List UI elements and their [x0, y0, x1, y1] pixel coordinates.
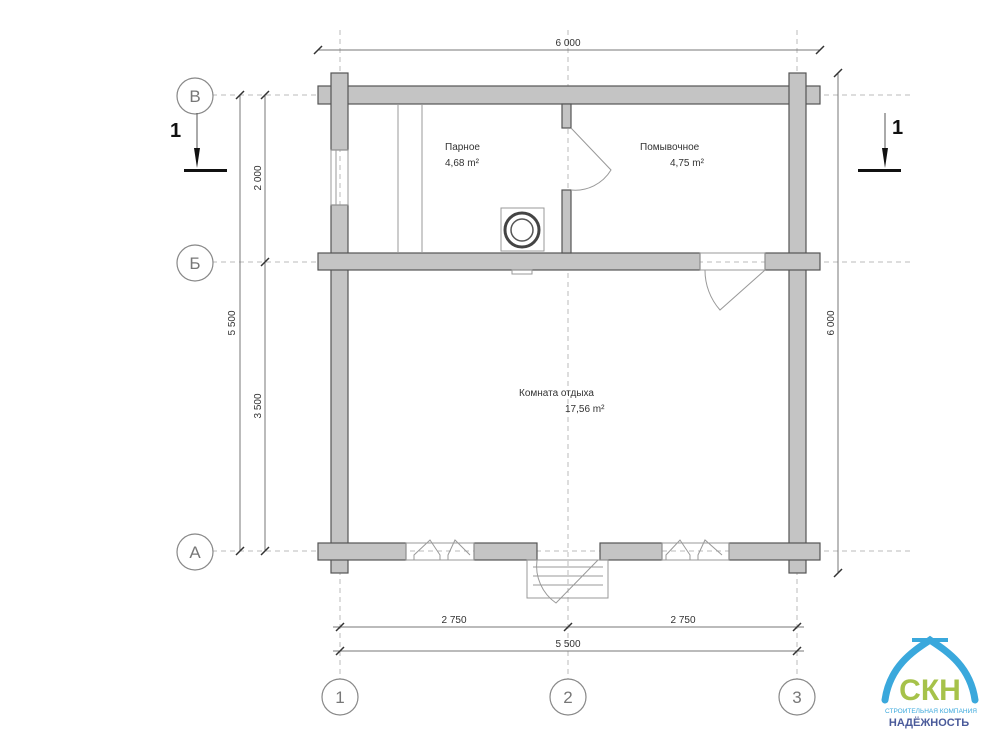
room-area-parnoe: 4,68 m² [445, 158, 480, 169]
dim-left-total: 5 500 [227, 310, 238, 335]
section-mark-label: 1 [892, 117, 903, 139]
axis-label-v: В [189, 87, 200, 106]
openings [330, 104, 766, 604]
section-mark-label: 1 [170, 120, 181, 142]
walls [317, 72, 821, 574]
dim-left-lower: 3 500 [253, 393, 264, 418]
room-name-komnata: Комната отдыха [519, 388, 594, 399]
logo-letters: СКН [899, 674, 961, 707]
company-logo: СКН СТРОИТЕЛЬНАЯ КОМПАНИЯ НАДЁЖНОСТЬ [881, 635, 979, 729]
axis-label-a: А [189, 543, 201, 562]
room-name-pomyvochnoe: Помывочное [640, 142, 700, 153]
room-labels: Парное 4,68 m² Помывочное 4,75 m² Комнат… [445, 142, 705, 415]
axis-label-1: 1 [335, 688, 344, 707]
axis-markers: В Б А 1 2 3 [176, 77, 816, 716]
dim-left-upper: 2 000 [253, 165, 264, 190]
axis-label-3: 3 [792, 688, 801, 707]
dim-top-total: 6 000 [555, 38, 580, 49]
stove-icon [500, 207, 545, 275]
dim-bottom-left: 2 750 [441, 615, 466, 626]
room-name-parnoe: Парное [445, 142, 480, 153]
room-area-komnata: 17,56 m² [565, 404, 605, 415]
axis-label-b: Б [189, 254, 200, 273]
logo-name: НАДЁЖНОСТЬ [889, 716, 969, 729]
dim-bottom-total: 5 500 [555, 639, 580, 650]
axis-label-2: 2 [563, 688, 572, 707]
dim-right-total: 6 000 [826, 310, 837, 335]
section-mark-right: 1 [858, 113, 903, 172]
section-mark-left: 1 [170, 113, 227, 172]
room-area-pomyvochnoe: 4,75 m² [670, 158, 705, 169]
dimensions: 6 000 5 500 2 000 3 500 6 000 2 750 2 75… [227, 38, 843, 656]
dim-bottom-right: 2 750 [670, 615, 695, 626]
logo-subtitle: СТРОИТЕЛЬНАЯ КОМПАНИЯ [885, 708, 977, 715]
